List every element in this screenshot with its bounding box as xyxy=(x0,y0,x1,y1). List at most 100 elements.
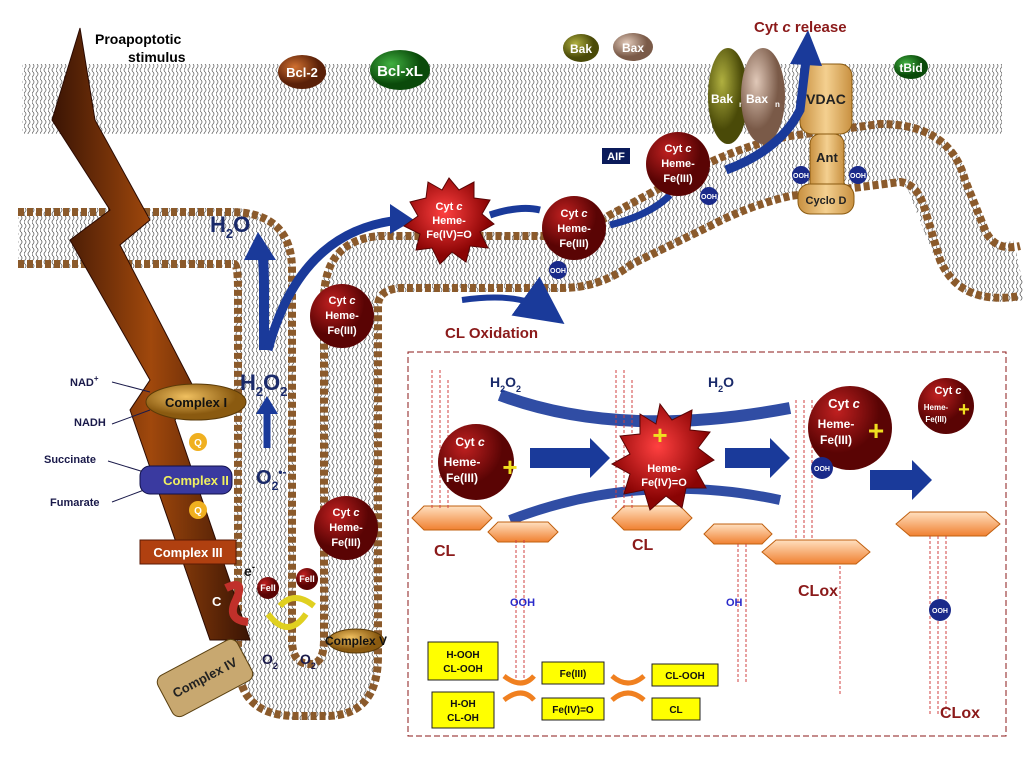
svg-text:VDAC: VDAC xyxy=(806,91,846,107)
clox-hexagon xyxy=(761,539,871,565)
inset-forward-arrow xyxy=(725,438,790,478)
svg-text:H-OOH: H-OOH xyxy=(446,650,479,661)
svg-text:Q: Q xyxy=(194,438,202,449)
electron-label: e- xyxy=(244,562,255,579)
cytc-sphere: Cyt c Heme- Fe(III) xyxy=(542,196,606,260)
svg-text:CL-OOH: CL-OOH xyxy=(665,671,704,682)
cl-oxidation-arrow xyxy=(461,276,565,325)
reaction-cycle-arrows xyxy=(502,673,646,703)
cytc-sphere: Cyt c Heme- Fe(III) xyxy=(310,284,374,348)
fe3-to-fe3-arrow xyxy=(609,192,673,229)
bclxl-protein: Bcl-xL xyxy=(370,50,430,90)
svg-text:Fe(IV)=O: Fe(IV)=O xyxy=(641,477,687,489)
inset-cytc-star: + Heme- Fe(IV)=O xyxy=(610,402,715,511)
stimulus-line2: stimulus xyxy=(128,49,186,65)
superoxide-arrowhead xyxy=(256,396,278,414)
cytc-release-arrow xyxy=(724,59,811,175)
complex-v: Complex V xyxy=(325,628,387,654)
svg-text:Fe(III): Fe(III) xyxy=(331,537,361,549)
svg-text:n: n xyxy=(775,100,780,109)
q-marker: Q xyxy=(189,501,207,519)
svg-text:Heme-: Heme- xyxy=(325,310,359,322)
svg-text:Fe(III): Fe(III) xyxy=(559,238,589,250)
inset-cytc-sphere: Cyt c Heme- Fe(III) + xyxy=(438,424,518,500)
aif-badge: AIF xyxy=(602,148,630,164)
svg-text:Fe(IV)=O: Fe(IV)=O xyxy=(426,229,472,241)
tbid-protein: tBid xyxy=(894,55,928,79)
svg-text:Cyt c: Cyt c xyxy=(935,385,962,397)
svg-text:Heme-: Heme- xyxy=(818,417,855,431)
svg-text:OOH: OOH xyxy=(550,268,566,275)
svg-text:Cyclo D: Cyclo D xyxy=(806,195,847,207)
inset-ooh-marker: OOH xyxy=(929,599,951,621)
complex-iv: Complex IV xyxy=(156,638,254,718)
svg-text:Cyt c: Cyt c xyxy=(329,295,356,307)
reaction-box-fe4: Fe(IV)=O xyxy=(541,697,605,721)
fe2-sphere: FeII xyxy=(296,568,318,590)
svg-text:FeII: FeII xyxy=(260,583,276,593)
superoxide-label: O2•- xyxy=(256,465,286,493)
bakn-pore: Bak n xyxy=(708,48,748,144)
svg-text:Complex III: Complex III xyxy=(153,545,222,560)
svg-text:Ant: Ant xyxy=(816,150,838,165)
fe-cycle-arrows xyxy=(265,595,316,630)
svg-text:Heme-: Heme- xyxy=(924,403,949,412)
svg-text:Heme-: Heme- xyxy=(647,463,681,475)
clox-hexagon xyxy=(895,511,1001,537)
svg-text:Bax: Bax xyxy=(746,92,768,106)
oxygen-label: O2 xyxy=(300,651,316,671)
clox-label: CLox xyxy=(940,705,980,722)
svg-text:FeII: FeII xyxy=(299,574,315,584)
svg-text:OOH: OOH xyxy=(850,173,866,180)
svg-text:tBid: tBid xyxy=(899,61,922,75)
svg-text:+: + xyxy=(502,452,517,482)
svg-text:CL: CL xyxy=(669,705,682,716)
ooh-marker: OOH xyxy=(549,261,567,279)
cl-oxidation-label: CL Oxidation xyxy=(445,325,538,342)
inset-forward-arrow xyxy=(530,438,610,478)
inner-membrane xyxy=(18,119,1024,720)
h2o2-to-h2o-arrow xyxy=(255,241,269,350)
svg-text:Heme-: Heme- xyxy=(557,223,591,235)
cytc-arrowhead xyxy=(390,204,414,234)
svg-text:Cyt c: Cyt c xyxy=(828,396,861,411)
svg-text:OOH: OOH xyxy=(932,608,948,615)
svg-text:Fe(IV)=O: Fe(IV)=O xyxy=(552,705,594,716)
svg-text:Fe(III): Fe(III) xyxy=(820,433,852,447)
reaction-box-cl: CL xyxy=(651,697,701,721)
cl-hexagon xyxy=(611,505,693,531)
svg-text:Bcl-2: Bcl-2 xyxy=(286,65,318,80)
cytc-release-label: Cyt c release xyxy=(754,19,847,36)
star-to-fe3-arrow xyxy=(488,204,541,219)
svg-text:Cyt c: Cyt c xyxy=(333,507,360,519)
oh-label: OH xyxy=(726,597,743,609)
inset-h2o2: H2O2 xyxy=(490,374,521,394)
complex-i: Complex I xyxy=(145,383,247,421)
svg-text:C: C xyxy=(212,594,222,609)
svg-text:+: + xyxy=(652,420,667,450)
inset-h2o: H2O xyxy=(708,374,734,394)
svg-text:Cyt c: Cyt c xyxy=(455,435,485,449)
cytochrome-c-small: C xyxy=(212,581,249,626)
svg-text:Bax: Bax xyxy=(622,41,644,55)
inset-ooh-marker: OOH xyxy=(811,457,833,479)
svg-text:OOH: OOH xyxy=(814,466,830,473)
reaction-box-hooh: H-OOH CL-OOH xyxy=(427,641,499,681)
nad-label: NAD+ xyxy=(70,374,99,389)
inset-forward-arrow xyxy=(870,460,932,500)
reaction-box-clooh: CL-OOH xyxy=(651,663,719,687)
svg-text:Bcl-xL: Bcl-xL xyxy=(377,63,423,80)
svg-text:Complex II: Complex II xyxy=(163,473,229,488)
complex-ii: Complex II xyxy=(139,465,233,495)
svg-text:Cyt c: Cyt c xyxy=(436,201,463,213)
svg-text:Heme-: Heme- xyxy=(444,455,481,469)
svg-text:Bak: Bak xyxy=(570,42,592,56)
svg-text:CL-OOH: CL-OOH xyxy=(443,664,482,675)
ooh-label: OOH xyxy=(510,597,535,609)
cytc-sphere: Cyt c Heme- Fe(III) xyxy=(646,132,710,196)
cl-hexagon xyxy=(411,505,493,531)
cl-hexagon xyxy=(703,523,773,545)
svg-text:Cyt c: Cyt c xyxy=(665,143,692,155)
